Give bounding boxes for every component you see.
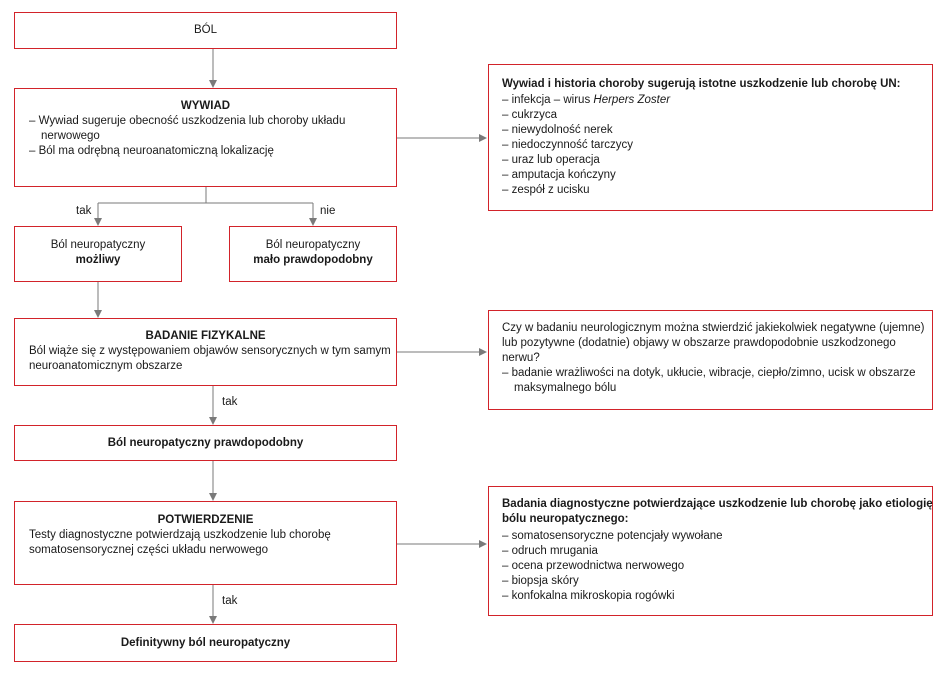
node-mozliwy: Ból neuropatyczny możliwy [14, 226, 182, 282]
node-wywiad-item: – Wywiad sugeruje obecność uszkodzenia l… [29, 115, 346, 127]
side-potwierdzenie-item: – somatosensoryczne potencjały wywołane [502, 530, 723, 542]
node-potwierdzenie: POTWIERDZENIE Testy diagnostyczne potwie… [14, 501, 397, 585]
edge-label-tak: tak [222, 396, 238, 408]
node-potwierdzenie-title: POTWIERDZENIE [157, 514, 254, 526]
node-bol: BÓL [14, 12, 397, 49]
side-wywiad-item: – infekcja – wirus Herpers Zoster [502, 93, 670, 108]
node-malo-prawdopodobny: Ból neuropatyczny mało prawdopodobny [229, 226, 397, 282]
node-wywiad: WYWIAD – Wywiad sugeruje obecność uszkod… [14, 88, 397, 187]
node-prawdopodobny: Ból neuropatyczny prawdopodobny [14, 425, 397, 461]
side-wywiad-item-italic: Herpers Zoster [593, 94, 671, 106]
node-wywiad-item: nerwowego [41, 130, 100, 142]
node-badanie-title: BADANIE FIZYKALNE [145, 330, 266, 342]
node-wywiad-item: – Ból ma odrębną neuroanatomiczną lokali… [29, 145, 274, 157]
side-box-badanie: Czy w badaniu neurologicznym można stwie… [488, 310, 933, 410]
side-potwierdzenie-title: bólu neuropatycznego: [502, 513, 629, 525]
node-badanie-line: Ból wiąże się z występowaniem objawów se… [29, 345, 391, 357]
node-bol-title: BÓL [193, 24, 217, 36]
node-mozliwy-line1: Ból neuropatyczny [50, 239, 146, 251]
side-box-wywiad: Wywiad i historia choroby sugerują istot… [488, 64, 933, 211]
node-malo-line1: Ból neuropatyczny [265, 239, 361, 251]
node-definitywny-text: Definitywny ból neuropatyczny [120, 637, 291, 649]
node-mozliwy-line2: możliwy [75, 254, 121, 266]
side-wywiad-item: – zespół z ucisku [502, 184, 590, 196]
node-prawdopodobny-text: Ból neuropatyczny prawdopodobny [107, 437, 304, 449]
node-badanie-line: neuroanatomicznym obszarze [29, 360, 183, 372]
node-potwierdzenie-line: Testy diagnostyczne potwierdzają uszkodz… [29, 529, 331, 541]
side-potwierdzenie-item: – konfokalna mikroskopia rogówki [502, 590, 675, 602]
side-wywiad-item: – amputacja kończyny [502, 169, 616, 181]
side-potwierdzenie-item: – odruch mrugania [502, 545, 598, 557]
side-badanie-line: – badanie wrażliwości na dotyk, ukłucie,… [502, 367, 916, 379]
edge-label-tak: tak [222, 595, 238, 607]
side-wywiad-item: – cukrzyca [502, 109, 557, 121]
node-badanie-fizykalne: BADANIE FIZYKALNE Ból wiąże się z występ… [14, 318, 397, 386]
node-definitywny: Definitywny ból neuropatyczny [14, 624, 397, 662]
side-badanie-line: maksymalnego bólu [514, 382, 617, 394]
edge-label-tak: tak [76, 205, 92, 217]
side-potwierdzenie-item: – biopsja skóry [502, 575, 579, 587]
node-potwierdzenie-line: somatosensorycznej części układu nerwowe… [29, 544, 269, 556]
side-wywiad-item: – niedoczynność tarczycy [502, 139, 634, 151]
edge-label-nie: nie [320, 205, 336, 217]
side-wywiad-item: – uraz lub operacja [502, 154, 600, 166]
side-badanie-line: nerwu? [502, 352, 540, 364]
node-wywiad-title: WYWIAD [180, 100, 231, 112]
node-malo-line2: mało prawdopodobny [253, 254, 373, 266]
side-wywiad-item: – niewydolność nerek [502, 124, 613, 136]
side-box-potwierdzenie: Badania diagnostyczne potwierdzające usz… [488, 486, 933, 616]
side-potwierdzenie-title: Badania diagnostyczne potwierdzające usz… [502, 498, 933, 510]
side-badanie-line: lub pozytywne (dodatnie) objawy w obszar… [502, 337, 896, 349]
side-potwierdzenie-item: – ocena przewodnictwa nerwowego [502, 560, 685, 572]
side-wywiad-title: Wywiad i historia choroby sugerują istot… [502, 78, 901, 90]
side-wywiad-item-prefix: – infekcja – wirus [502, 94, 594, 106]
side-badanie-line: Czy w badaniu neurologicznym można stwie… [502, 322, 925, 334]
